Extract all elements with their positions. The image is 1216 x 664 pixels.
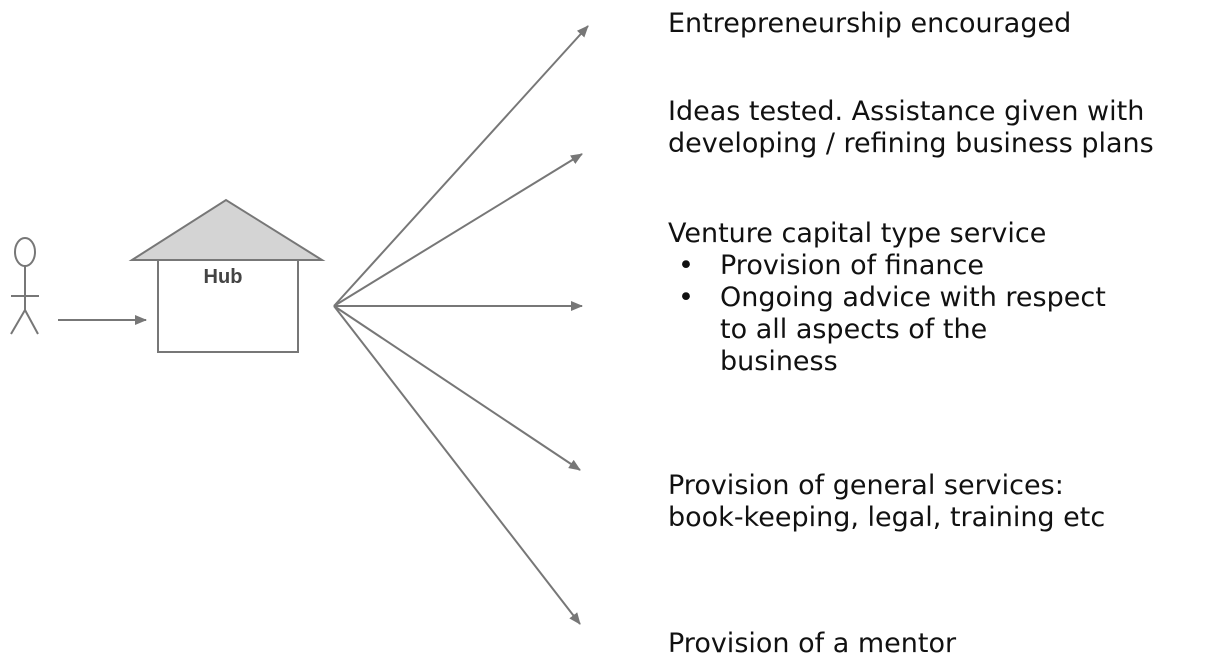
- outcome-venture-capital: Venture capital type service Provision o…: [668, 218, 1106, 378]
- outcome-line: Ideas tested. Assistance given with: [668, 96, 1145, 127]
- arrow-to-outcome-2: [333, 153, 583, 307]
- outcome-general-services: Provision of general services: book-keep…: [668, 470, 1105, 534]
- bullet-item: Ongoing advice with respect to all aspec…: [668, 282, 1106, 378]
- outcome-bullet-list: Provision of finance Ongoing advice with…: [668, 250, 1106, 378]
- outcome-line: Venture capital type service: [668, 218, 1047, 249]
- outcome-line: developing / refining business plans: [668, 128, 1154, 159]
- hub-label: Hub: [204, 266, 243, 288]
- arrow-to-outcome-1: [333, 25, 589, 307]
- person-icon: [10, 237, 39, 335]
- outcome-mentor: Provision of a mentor: [668, 628, 956, 660]
- outcome-line: Provision of general services:: [668, 470, 1064, 501]
- outcome-ideas-tested: Ideas tested. Assistance given with deve…: [668, 96, 1154, 160]
- house-icon: [128, 198, 326, 353]
- bullet-item: Provision of finance: [668, 250, 1106, 282]
- outcome-line: Entrepreneurship encouraged: [668, 8, 1072, 39]
- outcome-line: Provision of a mentor: [668, 628, 957, 659]
- outcome-line: book-keeping, legal, training etc: [668, 502, 1106, 533]
- arrow-to-outcome-5: [333, 305, 581, 625]
- arrow-to-outcome-4: [333, 305, 581, 471]
- outcome-entrepreneurship: Entrepreneurship encouraged: [668, 8, 1071, 40]
